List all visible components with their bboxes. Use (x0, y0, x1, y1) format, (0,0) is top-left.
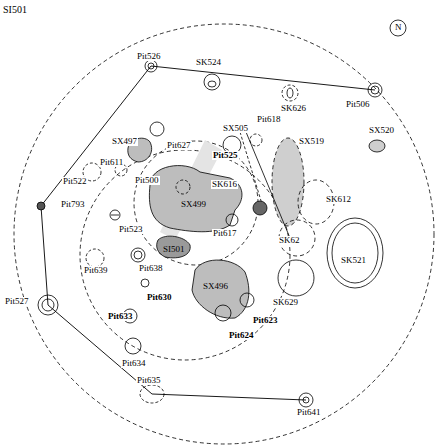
feature-label: Pit525 (212, 151, 239, 160)
feature-label: SK616 (211, 180, 238, 189)
feature-label: Pit500 (134, 176, 160, 185)
feature-label: SX519 (298, 137, 325, 146)
feature-label: Pit618 (256, 115, 282, 124)
feature-label: SX496 (202, 282, 229, 291)
feature-label: Pit506 (345, 100, 371, 109)
feature-label: Pit627 (166, 141, 192, 150)
feature-label: SK629 (272, 298, 299, 307)
feature-label: Pit624 (228, 331, 255, 340)
feature-label: Pit639 (83, 266, 109, 275)
feature-label: SK612 (325, 195, 352, 204)
feature-label: SK626 (280, 104, 307, 113)
feature-label: Pit635 (136, 376, 162, 385)
feature-label: SX505 (222, 124, 249, 133)
feature-label: Pit617 (212, 229, 238, 238)
feature-label: Pit633 (107, 312, 134, 321)
feature-label: Pit522 (62, 177, 88, 186)
feature-label: Pit641 (296, 408, 322, 417)
feature-label: SK521 (340, 256, 367, 265)
feature-label: Pit638 (138, 264, 164, 273)
feature-label: SI501 (162, 245, 186, 254)
feature-label: Pit630 (146, 293, 173, 302)
feature-label: Pit523 (118, 225, 144, 234)
feature-label: Pit526 (136, 52, 162, 61)
feature-label: Pit793 (60, 200, 86, 209)
feature-label: SK62 (278, 236, 301, 245)
feature-label: Pit634 (121, 359, 147, 368)
feature-label: SK524 (195, 58, 222, 67)
plan-title: SI501 (3, 5, 27, 15)
feature-label: Pit611 (99, 158, 124, 167)
feature-label: Pit527 (4, 297, 30, 306)
north-arrow: N (394, 23, 403, 32)
feature-label: SX520 (368, 126, 395, 135)
feature-label: SX499 (180, 200, 207, 209)
feature-label: Pit623 (252, 316, 279, 325)
feature-label: SX497 (111, 137, 138, 146)
